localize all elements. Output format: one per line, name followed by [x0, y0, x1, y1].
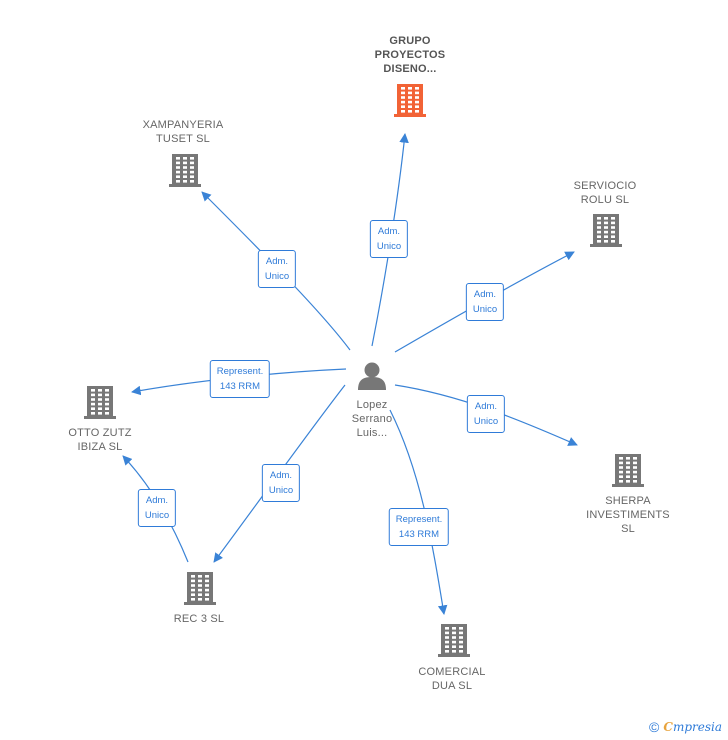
edge-label-otto[interactable]: Represent. 143 RRM [209, 360, 271, 398]
edge-label-sherpa[interactable]: Adm. Unico [466, 395, 506, 433]
edge-label-rec3-otto[interactable]: Adm. Unico [137, 489, 177, 527]
edge-comercial [389, 409, 448, 615]
company-name-xampanyeria[interactable]: XAMPANYERIA TUSET SL [142, 119, 224, 145]
building-icon[interactable] [84, 386, 116, 419]
company-name-serviocio[interactable]: SERVIOCIO ROLU SL [573, 180, 637, 206]
company-name-rec3[interactable]: REC 3 SL [173, 613, 225, 625]
company-name-sherpa[interactable]: SHERPA INVESTIMENTS SL [586, 495, 670, 535]
edge-label-rec3[interactable]: Adm. Unico [261, 464, 301, 502]
company-name-otto[interactable]: OTTO ZUTZ IBIZA SL [68, 427, 132, 453]
edge-label-serviocio[interactable]: Adm. Unico [465, 283, 505, 321]
person-name[interactable]: Lopez Serrano Luis... [351, 399, 393, 439]
edge-label-comercial[interactable]: Represent. 143 RRM [388, 508, 450, 546]
company-name-grupo[interactable]: GRUPO PROYECTOS DISENO... [374, 35, 446, 75]
building-icon[interactable] [394, 84, 426, 117]
building-icon[interactable] [184, 572, 216, 605]
building-icon[interactable] [169, 154, 201, 187]
copyright-symbol: © [649, 719, 660, 735]
company-name-comercial[interactable]: COMERCIAL DUA SL [418, 666, 486, 692]
edge-label-xampanyeria[interactable]: Adm. Unico [257, 250, 297, 288]
building-icon[interactable] [590, 214, 622, 247]
edge-label-grupo[interactable]: Adm. Unico [369, 220, 409, 258]
building-icon[interactable] [612, 454, 644, 487]
brand-logo: Cmpresia [663, 720, 722, 734]
person-icon[interactable] [358, 362, 386, 391]
footer-brand: © Cmpresia [649, 719, 722, 735]
building-icon[interactable] [438, 624, 470, 657]
